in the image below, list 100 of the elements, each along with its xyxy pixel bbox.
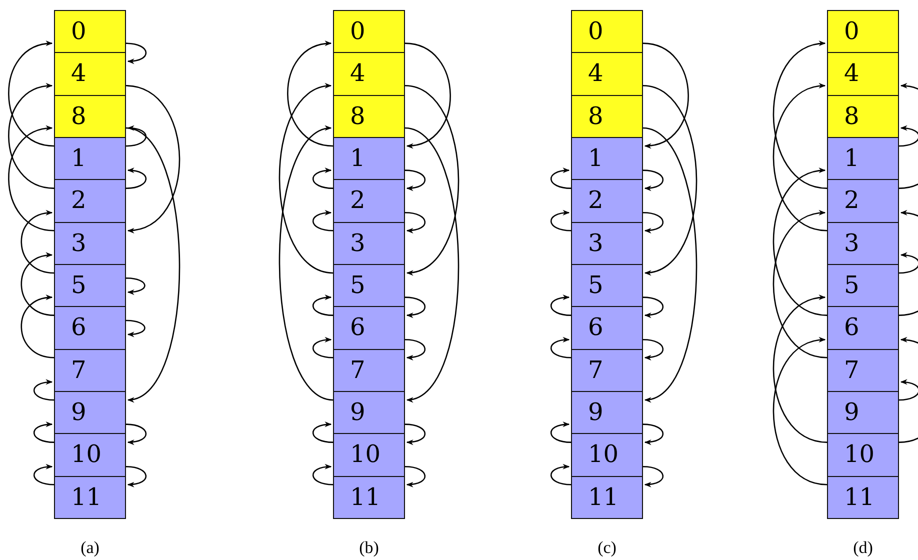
array-slot: 5 bbox=[333, 264, 405, 308]
array-slot: 7 bbox=[827, 348, 899, 392]
arrow bbox=[126, 127, 180, 401]
arrow bbox=[772, 211, 828, 358]
arrow bbox=[642, 85, 698, 274]
array-slot: 2 bbox=[333, 179, 405, 224]
arrow bbox=[404, 42, 451, 148]
array-slot: 11 bbox=[827, 476, 899, 520]
arrow bbox=[20, 252, 54, 316]
array-slot: 5 bbox=[827, 264, 899, 308]
arrow bbox=[404, 170, 426, 191]
array-slot: 0 bbox=[571, 10, 643, 54]
arrow bbox=[312, 337, 334, 358]
arrow bbox=[404, 85, 460, 274]
arrow bbox=[126, 42, 147, 64]
arrow bbox=[287, 42, 334, 147]
arrow bbox=[550, 337, 572, 358]
arrow bbox=[278, 127, 334, 401]
arrow bbox=[8, 126, 54, 232]
arrow bbox=[312, 464, 334, 486]
array-slot: 10 bbox=[827, 433, 899, 478]
arrow bbox=[126, 320, 146, 337]
arrow bbox=[898, 210, 918, 316]
arrow bbox=[278, 84, 334, 274]
arrow bbox=[642, 127, 698, 401]
arrow bbox=[20, 295, 54, 358]
arrow bbox=[312, 168, 334, 189]
array-slot: 1 bbox=[571, 136, 643, 181]
array-slot: 6 bbox=[54, 306, 126, 350]
array-slot: 11 bbox=[571, 476, 643, 520]
array-slot: 6 bbox=[827, 306, 899, 350]
array-slot: 4 bbox=[571, 52, 643, 96]
arrow bbox=[642, 339, 664, 360]
array-slot: 9 bbox=[333, 390, 405, 435]
arrow bbox=[642, 212, 664, 234]
arrow bbox=[772, 42, 828, 189]
array-slot: 11 bbox=[333, 476, 405, 520]
arrow bbox=[642, 424, 664, 445]
array-slot: 2 bbox=[827, 179, 899, 224]
array-slot: 9 bbox=[571, 390, 643, 435]
arrow bbox=[8, 84, 54, 189]
arrow bbox=[642, 170, 664, 191]
array-slot: 0 bbox=[333, 10, 405, 54]
arrow bbox=[772, 296, 828, 443]
array-slot: 5 bbox=[571, 264, 643, 308]
arrow bbox=[550, 294, 572, 316]
arrow bbox=[898, 126, 918, 147]
arrow bbox=[404, 212, 426, 234]
arrow bbox=[312, 210, 334, 232]
arrow bbox=[126, 424, 147, 445]
array-slot: 8 bbox=[827, 94, 899, 138]
array-slot: 10 bbox=[333, 433, 405, 478]
array-slot: 0 bbox=[827, 10, 899, 54]
array-slot: 2 bbox=[54, 179, 126, 224]
array-slot: 3 bbox=[571, 222, 643, 266]
array-slot: 9 bbox=[827, 390, 899, 435]
arrow bbox=[8, 42, 54, 147]
array-slot: 4 bbox=[54, 52, 126, 96]
arrow bbox=[312, 294, 334, 316]
arrow bbox=[126, 85, 180, 232]
array-slot: 3 bbox=[333, 222, 405, 266]
arrow bbox=[404, 339, 426, 360]
arrow bbox=[642, 42, 689, 148]
array-slot: 8 bbox=[333, 94, 405, 138]
arrow bbox=[772, 338, 828, 486]
arrow bbox=[404, 424, 426, 445]
array-slot: 10 bbox=[571, 433, 643, 478]
arrow bbox=[20, 210, 54, 274]
arrow bbox=[898, 338, 918, 443]
array-slot: 9 bbox=[54, 390, 126, 435]
panel-caption: (b) bbox=[358, 538, 380, 558]
array-slot: 6 bbox=[333, 306, 405, 350]
arrow bbox=[126, 278, 146, 295]
array-slot: 3 bbox=[827, 222, 899, 266]
array-slot: 7 bbox=[333, 348, 405, 392]
array-slot: 7 bbox=[54, 348, 126, 392]
panel-caption: (c) bbox=[596, 538, 618, 558]
arrow bbox=[33, 464, 54, 486]
arrow bbox=[404, 127, 460, 401]
arrow bbox=[898, 84, 918, 189]
arrow bbox=[404, 296, 426, 318]
array-slot: 7 bbox=[571, 348, 643, 392]
arrow bbox=[772, 168, 828, 316]
panel-caption: (a) bbox=[80, 538, 100, 558]
arrow bbox=[550, 464, 572, 486]
arrow bbox=[126, 466, 147, 488]
arrow bbox=[642, 466, 664, 488]
array-slot: 4 bbox=[333, 52, 405, 96]
array-slot: 8 bbox=[571, 94, 643, 138]
arrow bbox=[550, 422, 572, 443]
array-slot: 11 bbox=[54, 476, 126, 520]
arrow bbox=[550, 168, 572, 189]
array-slot: 1 bbox=[333, 136, 405, 181]
arrow bbox=[126, 168, 147, 189]
array-slot: 5 bbox=[54, 264, 126, 308]
array-slot: 8 bbox=[54, 94, 126, 138]
array-slot: 6 bbox=[571, 306, 643, 350]
arrow bbox=[642, 296, 664, 318]
arrow bbox=[404, 466, 426, 488]
arrow bbox=[33, 380, 54, 401]
